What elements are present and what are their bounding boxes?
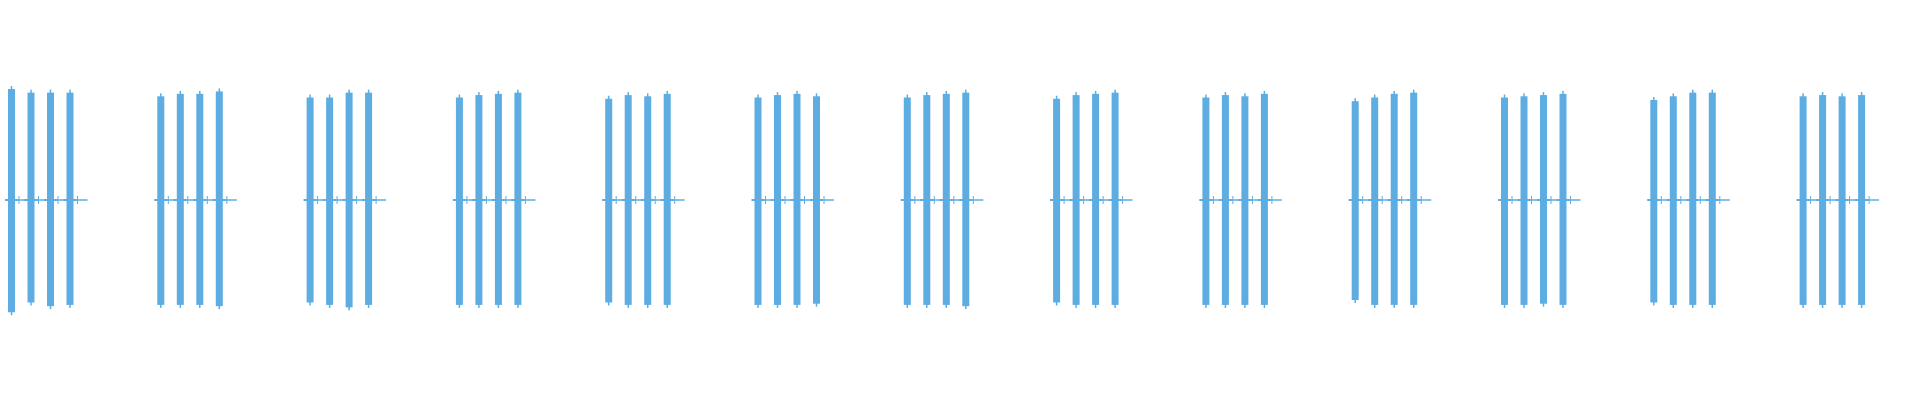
waveform-pulse <box>1050 95 1064 306</box>
pulse-body <box>514 92 522 305</box>
waveform-pulse <box>1199 94 1213 308</box>
waveform-pulse <box>939 90 953 308</box>
waveform-pulse <box>212 88 226 310</box>
waveform-pulse <box>900 94 914 308</box>
pulse-body <box>27 92 35 303</box>
waveform-pulse <box>602 95 616 306</box>
waveform-pulse <box>342 89 356 311</box>
pulse-body <box>1650 99 1658 303</box>
waveform-pulse <box>751 94 765 308</box>
waveform-pulse <box>920 92 934 308</box>
waveform-pulse <box>1647 96 1661 306</box>
pulse-body <box>754 97 762 305</box>
waveform-pulse <box>5 85 18 316</box>
pulse-body <box>455 97 463 305</box>
waveform-pulse <box>1498 94 1511 308</box>
waveform-pulse <box>154 93 168 308</box>
waveform-pulse <box>63 89 77 308</box>
waveform-pulse <box>1705 89 1719 308</box>
waveform-pulse <box>1666 93 1680 308</box>
waveform-pulse <box>491 90 505 308</box>
pulse-body <box>326 97 334 305</box>
pulse-body <box>365 92 373 305</box>
waveform-pulse <box>1556 90 1570 308</box>
waveform-pulse <box>1537 92 1550 307</box>
waveform-pulse <box>1835 93 1849 308</box>
waveform-pulse <box>1089 90 1103 308</box>
waveform-pulse <box>1257 90 1271 308</box>
waveform-pulse <box>790 90 804 308</box>
waveform-pulse <box>362 89 376 308</box>
waveform-pulse <box>1069 92 1083 308</box>
waveform-pulse <box>1108 89 1122 308</box>
waveform-pulse <box>472 92 486 308</box>
waveform-pulse <box>24 89 38 306</box>
waveform-pulse <box>303 94 317 306</box>
waveform-pulse <box>1855 92 1869 308</box>
pulse-layer <box>5 85 1869 316</box>
pulse-body <box>1111 92 1119 305</box>
waveform-pulse <box>1407 89 1421 308</box>
waveform-pulse <box>959 89 973 310</box>
waveform-pulse <box>1238 93 1252 308</box>
waveform-pulse <box>771 92 784 308</box>
pulse-body <box>1202 97 1210 305</box>
pulse-body <box>1371 97 1379 305</box>
pulse-body <box>1410 92 1418 305</box>
waveform-pulse <box>511 89 525 308</box>
waveform-pulse <box>1816 92 1830 308</box>
waveform-pulse <box>660 90 674 308</box>
waveform-pulse <box>810 93 823 307</box>
pulse-body <box>1708 92 1716 305</box>
waveform-pulse <box>1218 92 1232 308</box>
waveform-pulse <box>452 94 466 308</box>
waveform-pulse <box>44 89 57 310</box>
waveform-pulse <box>1517 93 1531 308</box>
waveform-pulse <box>621 92 635 308</box>
waveform-pulse <box>1368 94 1382 308</box>
pulse-body <box>215 91 223 307</box>
waveform-pulse <box>1348 98 1362 304</box>
pulse-body <box>1689 92 1697 305</box>
pulse-body <box>1501 97 1508 305</box>
waveform-pulse <box>173 90 187 308</box>
waveform-pulse <box>641 93 655 308</box>
waveform-pulse <box>193 90 207 308</box>
waveform-pulse <box>1796 93 1810 308</box>
pulse-body <box>66 92 74 305</box>
waveform-pulse <box>1387 90 1401 308</box>
waveform-pulse <box>1686 89 1700 308</box>
waveform-pulse <box>323 94 337 308</box>
pulse-body <box>903 97 911 305</box>
